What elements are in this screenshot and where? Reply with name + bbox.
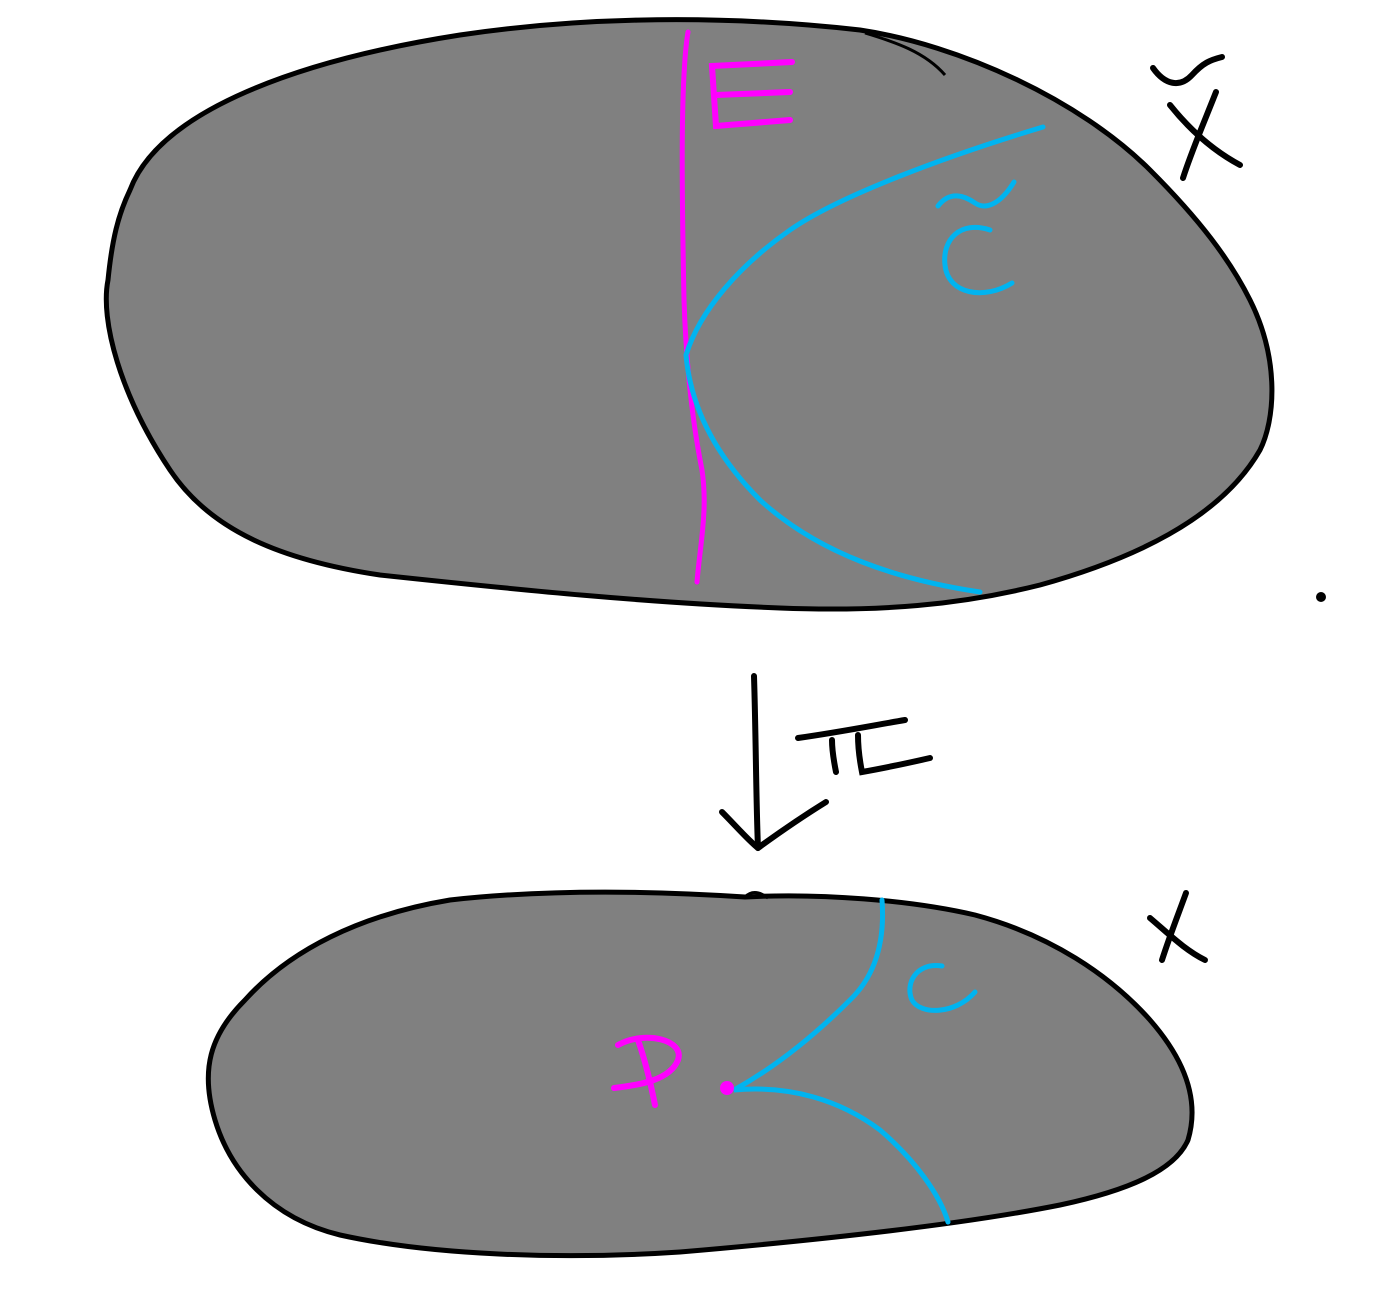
- label-x-tilde-glyph: [1150, 54, 1243, 181]
- label-c-glyph: [907, 963, 978, 1013]
- blowup-surface: [103, 17, 1275, 612]
- label-x-glyph: [1147, 890, 1208, 963]
- label-c-tilde-glyph: [935, 179, 1017, 296]
- label-p-glyph: [611, 1034, 682, 1108]
- label-e-glyph: [708, 59, 795, 130]
- pi-arrow: [719, 673, 829, 851]
- base-surface: [205, 889, 1195, 1259]
- label-pi-glyph: [795, 717, 933, 776]
- point-p-dot: [720, 1081, 734, 1095]
- curve-c: [732, 897, 951, 1225]
- strict-transform-curve: [683, 124, 1046, 595]
- stray-dot: [1316, 592, 1326, 602]
